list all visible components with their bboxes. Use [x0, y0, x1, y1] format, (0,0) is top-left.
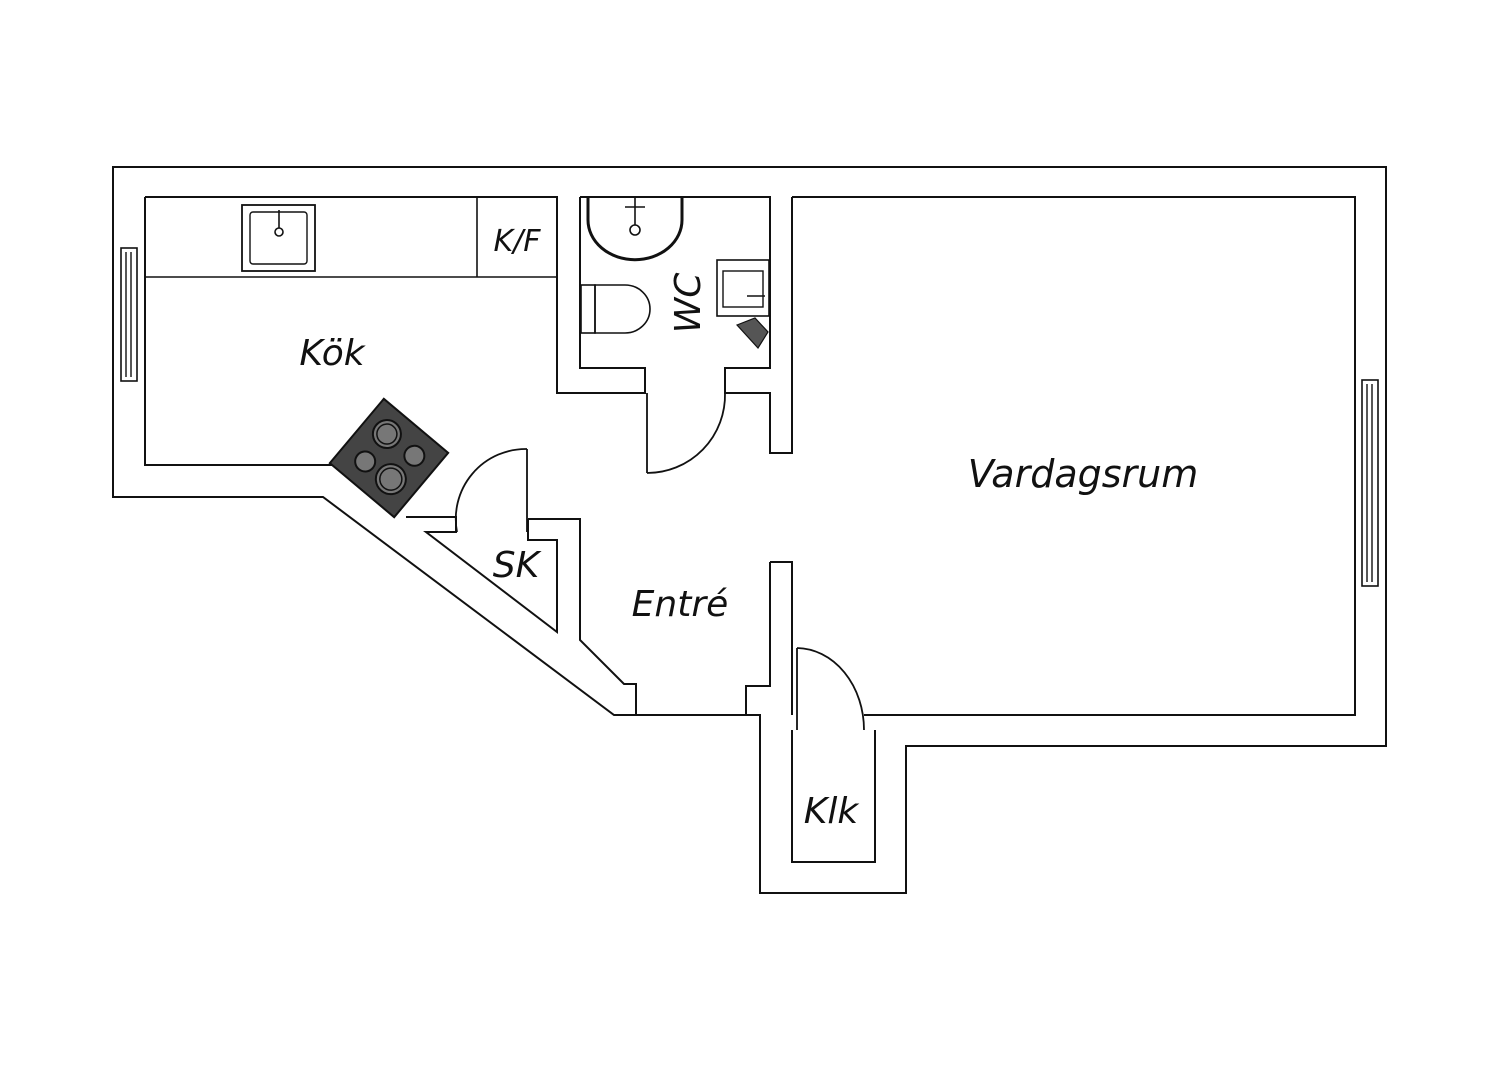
door-icon [646, 392, 726, 474]
entrance-left-wall [528, 518, 637, 715]
door-icon [796, 647, 865, 731]
room-label-entrance: Entré [632, 584, 729, 625]
kitchen-interior-wall [145, 196, 580, 394]
room-label-kitchen: Kök [299, 333, 366, 374]
toilet-icon [580, 284, 651, 334]
stove-icon [328, 397, 450, 519]
entrance-wall [745, 562, 771, 715]
room-label-closet: Klk [804, 791, 861, 832]
door-icon [454, 448, 528, 533]
room-label-storage: SK [493, 545, 542, 586]
outer-wall [112, 166, 1387, 894]
sink-icon [241, 204, 316, 272]
room-label-living-room: Vardagsrum [968, 452, 1199, 496]
living-room-partition [770, 561, 793, 715]
shower-icon [586, 198, 684, 262]
wc-left-wall [579, 197, 646, 394]
living-room-wall [792, 196, 1356, 716]
closet-wall [791, 730, 876, 863]
kitchen-lower-wall [144, 197, 333, 466]
room-label-fridge-freezer: K/F [493, 224, 541, 259]
window-icon [1361, 379, 1379, 587]
window-icon [120, 247, 138, 382]
room-label-toilet: WC [668, 272, 709, 334]
washbasin-icon [716, 259, 770, 349]
